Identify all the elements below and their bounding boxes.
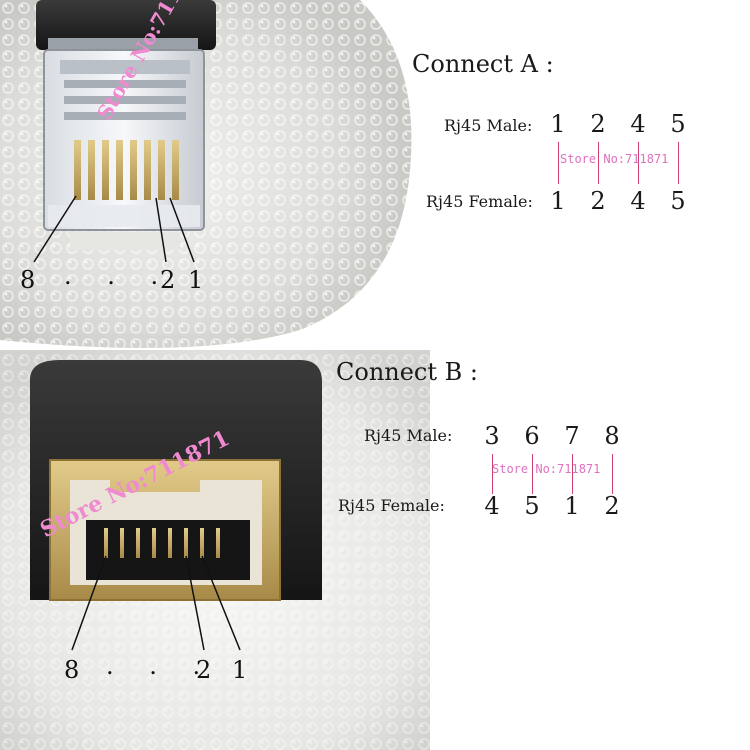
male-photo-pin-8: 8 [20, 266, 36, 294]
female-gold-pins [104, 528, 220, 558]
connect-a-link-line [558, 142, 559, 184]
connect-b-heading: Connect B : [336, 358, 478, 386]
connect-a-male-pin: 2 [590, 110, 606, 138]
connect-a-link-line [598, 142, 599, 184]
connect-b-female-pin: 1 [564, 492, 580, 520]
connect-b-female-pin: 4 [484, 492, 500, 520]
connect-b-male-label: Rj45 Male: [364, 426, 453, 445]
connect-a-male-label: Rj45 Male: [444, 116, 533, 135]
connect-a-female-pin: 4 [630, 187, 646, 215]
female-photo-pin-1: 1 [232, 656, 248, 684]
rj45-male-plug [36, 0, 216, 250]
connect-b-female-label: Rj45 Female: [338, 496, 445, 515]
connect-a-female-pin: 1 [550, 187, 566, 215]
female-photo-pin-8: 8 [64, 656, 80, 684]
connect-a-male-pin: 1 [550, 110, 566, 138]
connect-a-male-pin: 4 [630, 110, 646, 138]
connect-b-link-line [492, 454, 493, 494]
connect-b-male-pin: 7 [564, 422, 580, 450]
connect-a-female-label: Rj45 Female: [426, 192, 533, 211]
connect-b-male-pin: 6 [524, 422, 540, 450]
connect-b-link-line [572, 454, 573, 494]
rj45-female-jack [30, 360, 322, 601]
connect-a-link-line [638, 142, 639, 184]
connect-b-female-pin: 5 [524, 492, 540, 520]
female-photo-pin-2: 2 [196, 656, 212, 684]
connect-b-link-line [532, 454, 533, 494]
connect-a-female-pin: 5 [670, 187, 686, 215]
male-photo-dots: . . . [64, 262, 173, 290]
male-photo-pin-1: 1 [188, 266, 204, 294]
female-photo-dots: . . . [106, 652, 215, 680]
connect-b-female-pin: 2 [604, 492, 620, 520]
male-gold-pins [74, 140, 179, 200]
connect-a-female-pin: 2 [590, 187, 606, 215]
connect-a-watermark: Store No:711871 [560, 152, 669, 166]
male-photo-pin-2: 2 [160, 266, 176, 294]
connect-a-male-pin: 5 [670, 110, 686, 138]
connect-a-link-line [678, 142, 679, 184]
connect-b-male-pin: 8 [604, 422, 620, 450]
connect-a-heading: Connect A : [412, 50, 554, 78]
connect-b-link-line [612, 454, 613, 494]
connect-b-male-pin: 3 [484, 422, 500, 450]
connect-b-watermark: Store No:711871 [492, 462, 601, 476]
